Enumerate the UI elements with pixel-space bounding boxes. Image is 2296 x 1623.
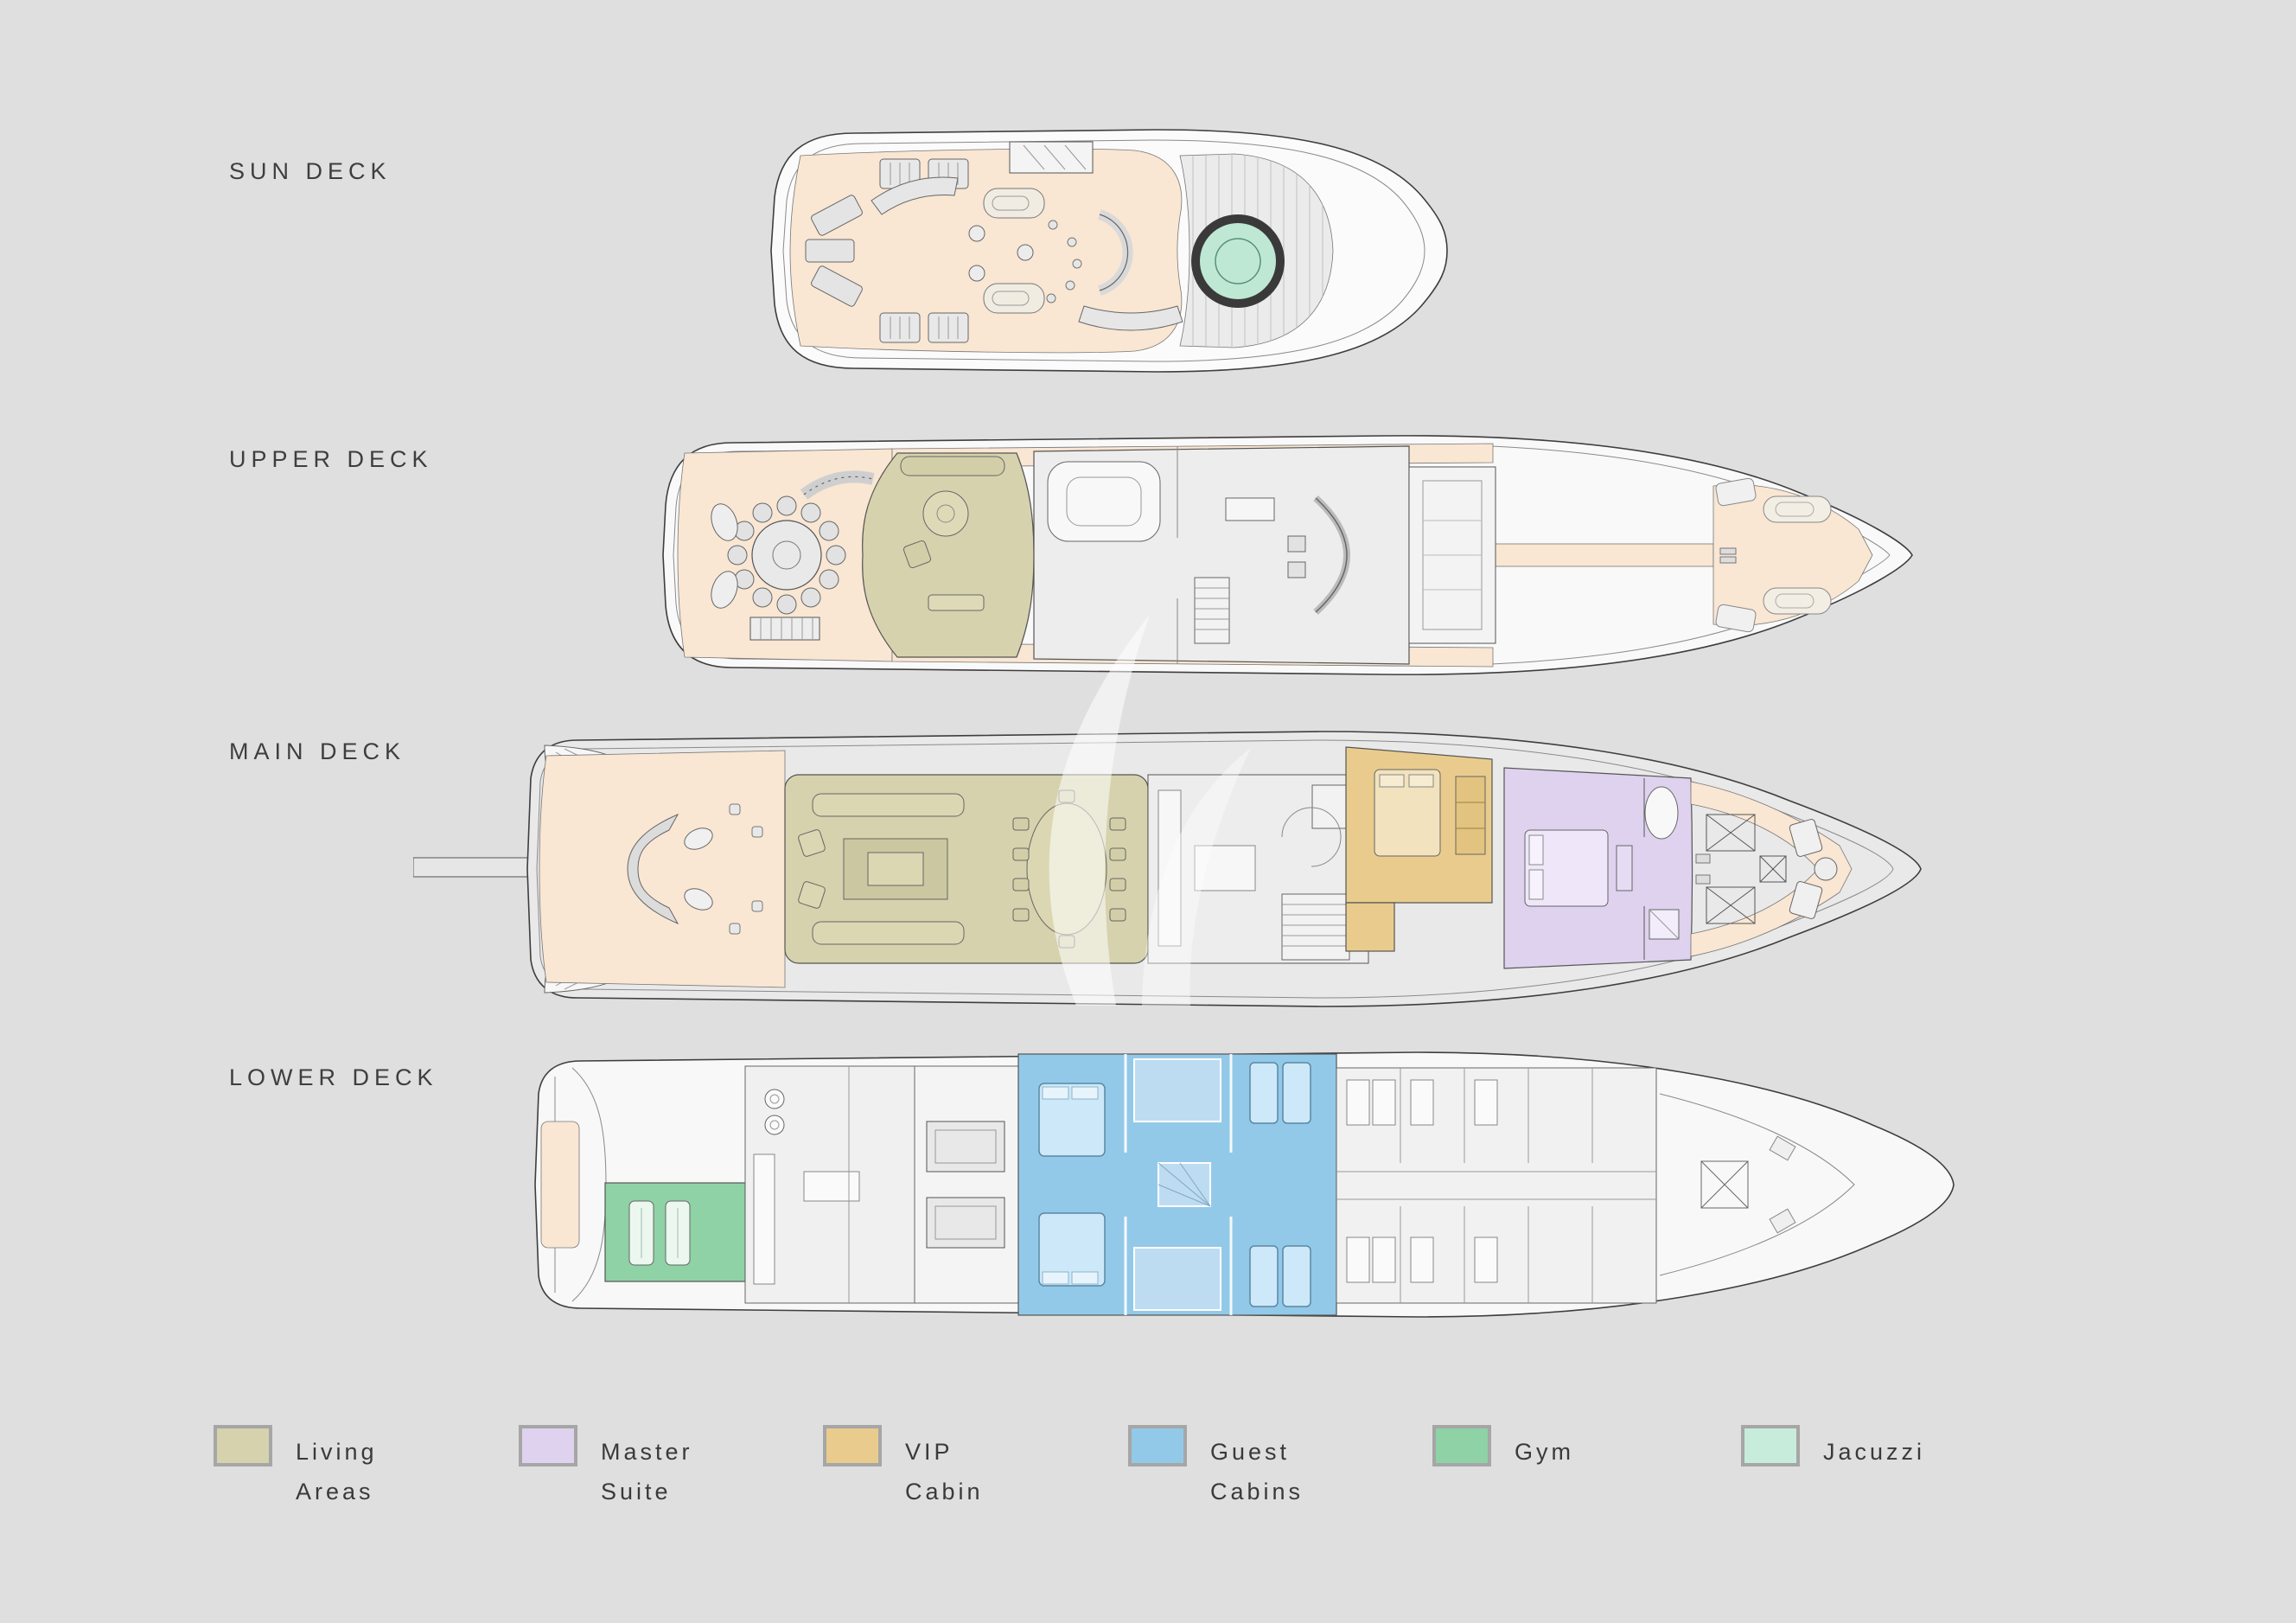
jacuzzi	[1191, 214, 1285, 308]
deck-label-upper: UPPER DECK	[229, 446, 433, 472]
vip-cabin-swatch	[823, 1425, 882, 1466]
aft-curved-bench	[627, 813, 679, 925]
guest-double-beds	[1038, 1083, 1106, 1287]
jet-ski-bottom	[983, 283, 1045, 314]
living-areas-swatch	[214, 1425, 272, 1466]
main-windlass	[1695, 853, 1711, 885]
aft-staircase	[749, 617, 820, 641]
sun-loungers-bottom	[879, 312, 969, 343]
legend-label: Gym	[1515, 1439, 1574, 1465]
gym-treadmills	[628, 1200, 691, 1266]
aft-deck-stools	[729, 803, 763, 935]
alfresco-dining-table	[727, 495, 846, 615]
master-suite-swatch	[519, 1425, 577, 1466]
foredeck-seats	[1789, 819, 1838, 919]
guest-cabin-walls	[1124, 1054, 1233, 1315]
guest-bathrooms	[1133, 1058, 1221, 1311]
foredeck-fittings	[1706, 814, 1787, 924]
windlass	[1719, 547, 1737, 564]
angled-loungers	[805, 195, 863, 307]
tender-garage-floor	[540, 1121, 580, 1249]
sail-watermark-icon	[1049, 615, 1251, 1006]
sky-lounge-zone	[862, 452, 1035, 658]
bar-counter-edge	[1099, 214, 1129, 291]
upper-deck-plan	[662, 435, 1913, 675]
jacuzzi-swatch	[1741, 1425, 1800, 1466]
main-deck-plan	[413, 731, 1922, 1007]
master-suite-furniture	[1524, 778, 1680, 960]
stair-housing	[1009, 141, 1094, 174]
bow-sun-pads	[1715, 477, 1757, 633]
bow-storage	[1659, 1093, 1855, 1276]
curved-sofa	[1078, 305, 1183, 331]
deck-label-sun: SUN DECK	[229, 158, 392, 184]
salon-furniture	[798, 793, 965, 945]
legend-label: Jacuzzi	[1823, 1439, 1926, 1465]
crew-quarters	[1336, 1067, 1657, 1304]
curved-staircase	[800, 470, 875, 500]
sun-deck-inner-line	[782, 139, 1425, 362]
crew-mess-laundry	[744, 1065, 915, 1304]
guest-lobby-stair	[1158, 1162, 1211, 1207]
aft-deck-floor	[539, 750, 786, 988]
galley-foyer	[1147, 774, 1369, 964]
sky-lounge-furniture	[900, 456, 1005, 611]
fan-bench	[871, 176, 959, 215]
guest-cabins-swatch	[1128, 1425, 1187, 1466]
aft-deck-tables	[684, 827, 713, 911]
vip-bed	[1374, 769, 1486, 857]
passerelle	[413, 857, 533, 878]
funnel-casing	[1408, 466, 1496, 644]
tender-jet-ski-bottom	[1763, 587, 1832, 615]
deck-label-main: MAIN DECK	[229, 738, 406, 764]
guest-twin-beds	[1249, 1062, 1311, 1307]
tender-jet-ski-top	[1763, 495, 1832, 523]
sun-deck-plan	[770, 129, 1448, 373]
engine-room	[914, 1065, 1019, 1304]
gym-swatch	[1432, 1425, 1491, 1466]
deck-label-lower: LOWER DECK	[229, 1064, 438, 1090]
jet-ski-top	[983, 188, 1045, 219]
aft-side-tables	[711, 503, 738, 609]
bar-stools	[1046, 220, 1082, 304]
wheelhouse	[1033, 445, 1410, 665]
cocktail-tables	[968, 225, 1034, 282]
lower-deck-plan	[534, 1051, 1955, 1318]
